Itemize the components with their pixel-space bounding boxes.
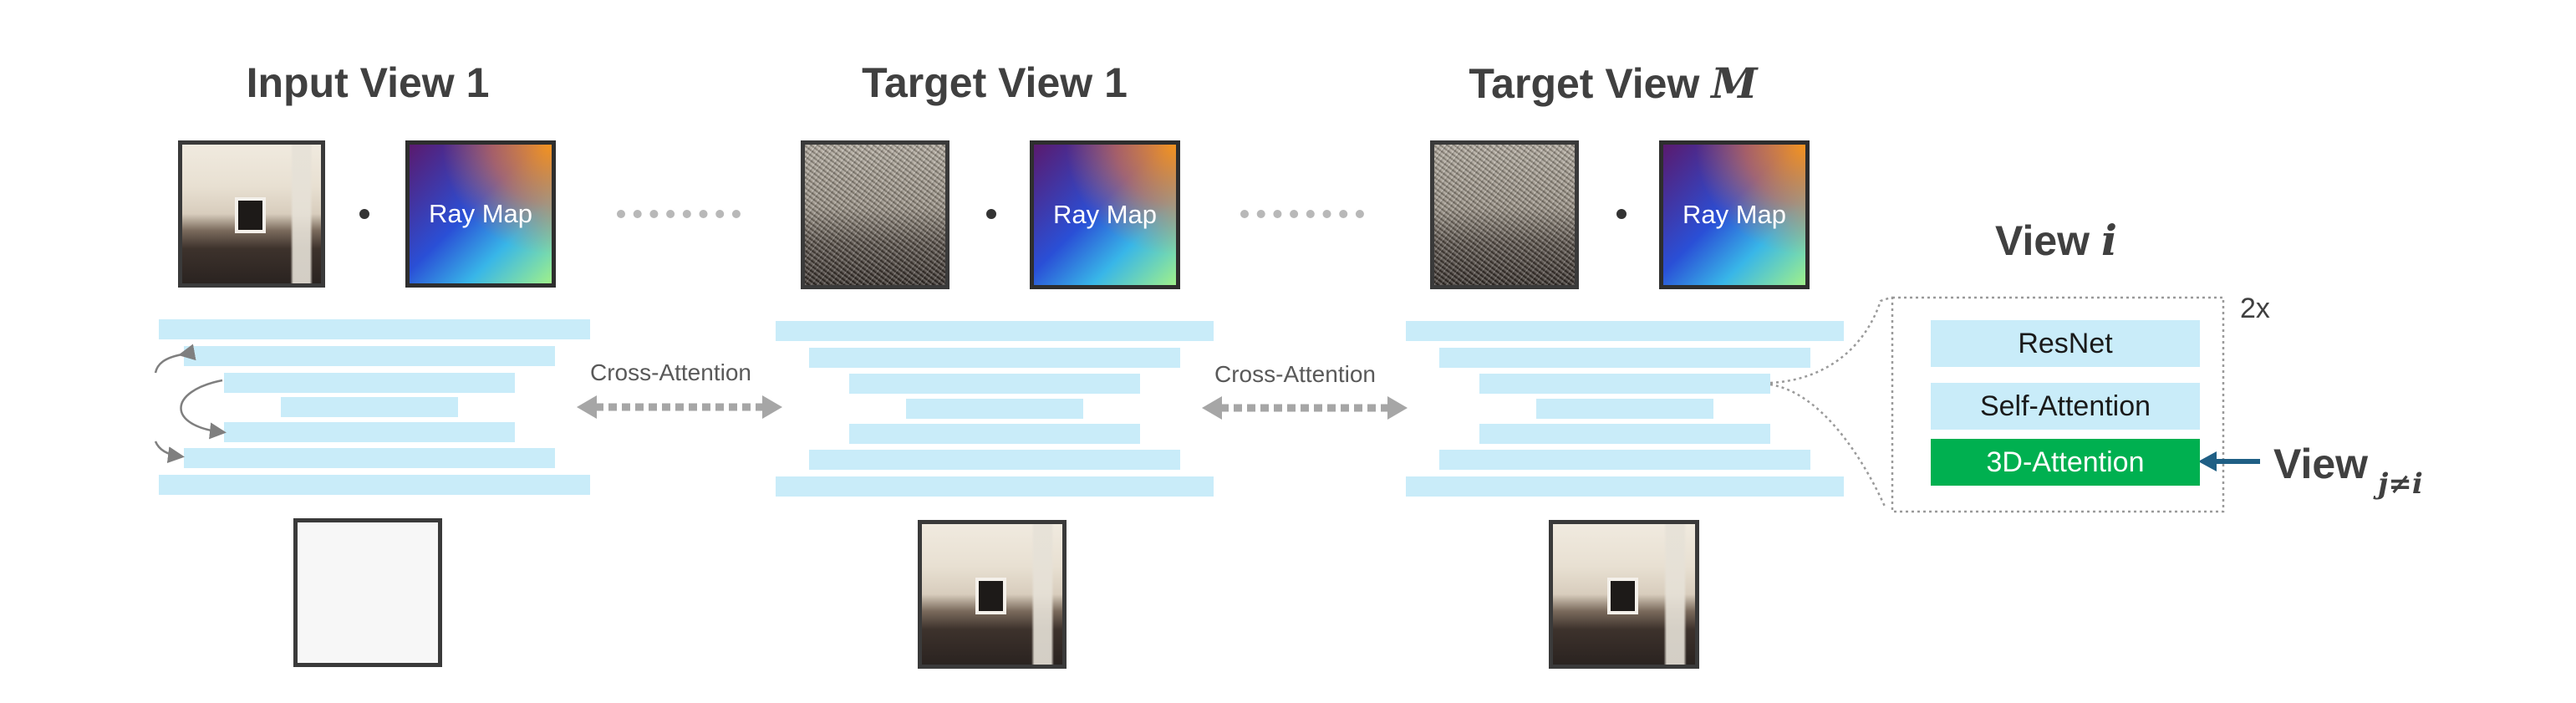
unet-layer — [159, 319, 590, 339]
view-i-detail-box — [1891, 296, 2225, 513]
ray-map-label: Ray Map — [1682, 200, 1787, 229]
cross-attention-label-2: Cross-Attention — [1214, 361, 1376, 387]
attention-3d-block: 3D-Attention — [1931, 439, 2200, 486]
unet-layer — [281, 397, 458, 417]
output-target-view-1-image — [918, 520, 1067, 669]
unet-layer — [906, 399, 1083, 419]
input-view-image — [178, 140, 325, 288]
unet-layer — [776, 321, 1214, 341]
unet-layer — [776, 476, 1214, 497]
unet-layer — [809, 450, 1180, 470]
ray-map-image: Ray Map — [1659, 140, 1810, 289]
skip-connection-arrows — [154, 344, 227, 464]
ray-map-image: Ray Map — [1030, 140, 1180, 289]
target-view-1-title: Target View 1 — [862, 59, 1128, 106]
unet-layer — [849, 374, 1140, 394]
unet-layer — [809, 348, 1180, 368]
unet-layer — [184, 346, 555, 366]
ellipsis-dots — [1240, 210, 1364, 218]
repeat-count-label: 2x — [2240, 293, 2270, 324]
unet-layer — [1479, 424, 1770, 444]
unet-layer — [849, 424, 1140, 444]
dot-separator — [1616, 209, 1627, 219]
unet-layer — [1439, 348, 1810, 368]
ray-map-label: Ray Map — [428, 199, 533, 228]
view-j-arrow — [2198, 451, 2260, 471]
view-i-title: View i — [1995, 216, 2117, 265]
cross-attention-arrow-1 — [577, 395, 782, 419]
noisy-target-view-m-image — [1430, 140, 1579, 289]
unet-layer — [1406, 476, 1844, 497]
ellipsis-dots — [617, 210, 741, 218]
self-attention-block: Self-Attention — [1931, 383, 2200, 430]
noisy-target-view-1-image — [801, 140, 949, 289]
unet-layer — [184, 448, 555, 468]
cross-attention-arrow-2 — [1202, 396, 1408, 420]
unet-layer — [1439, 450, 1810, 470]
input-view-title: Input View 1 — [246, 59, 490, 106]
zoom-lines — [1769, 296, 1891, 509]
ray-map-image: Ray Map — [405, 140, 556, 288]
unet-layer — [1536, 399, 1713, 419]
cross-attention-label-1: Cross-Attention — [590, 359, 751, 385]
dot-separator — [986, 209, 996, 219]
unet-layer — [1406, 321, 1844, 341]
target-view-m-title: Target View M — [1469, 59, 1758, 108]
output-input-view-image — [293, 518, 442, 667]
unet-layer — [224, 373, 515, 393]
output-target-view-m-image — [1549, 520, 1699, 669]
unet-layer — [1479, 374, 1770, 394]
resnet-block: ResNet — [1931, 320, 2200, 367]
ray-map-label: Ray Map — [1052, 200, 1158, 229]
unet-layer — [224, 422, 515, 442]
unet-layer — [159, 475, 590, 495]
dot-separator — [359, 209, 369, 219]
